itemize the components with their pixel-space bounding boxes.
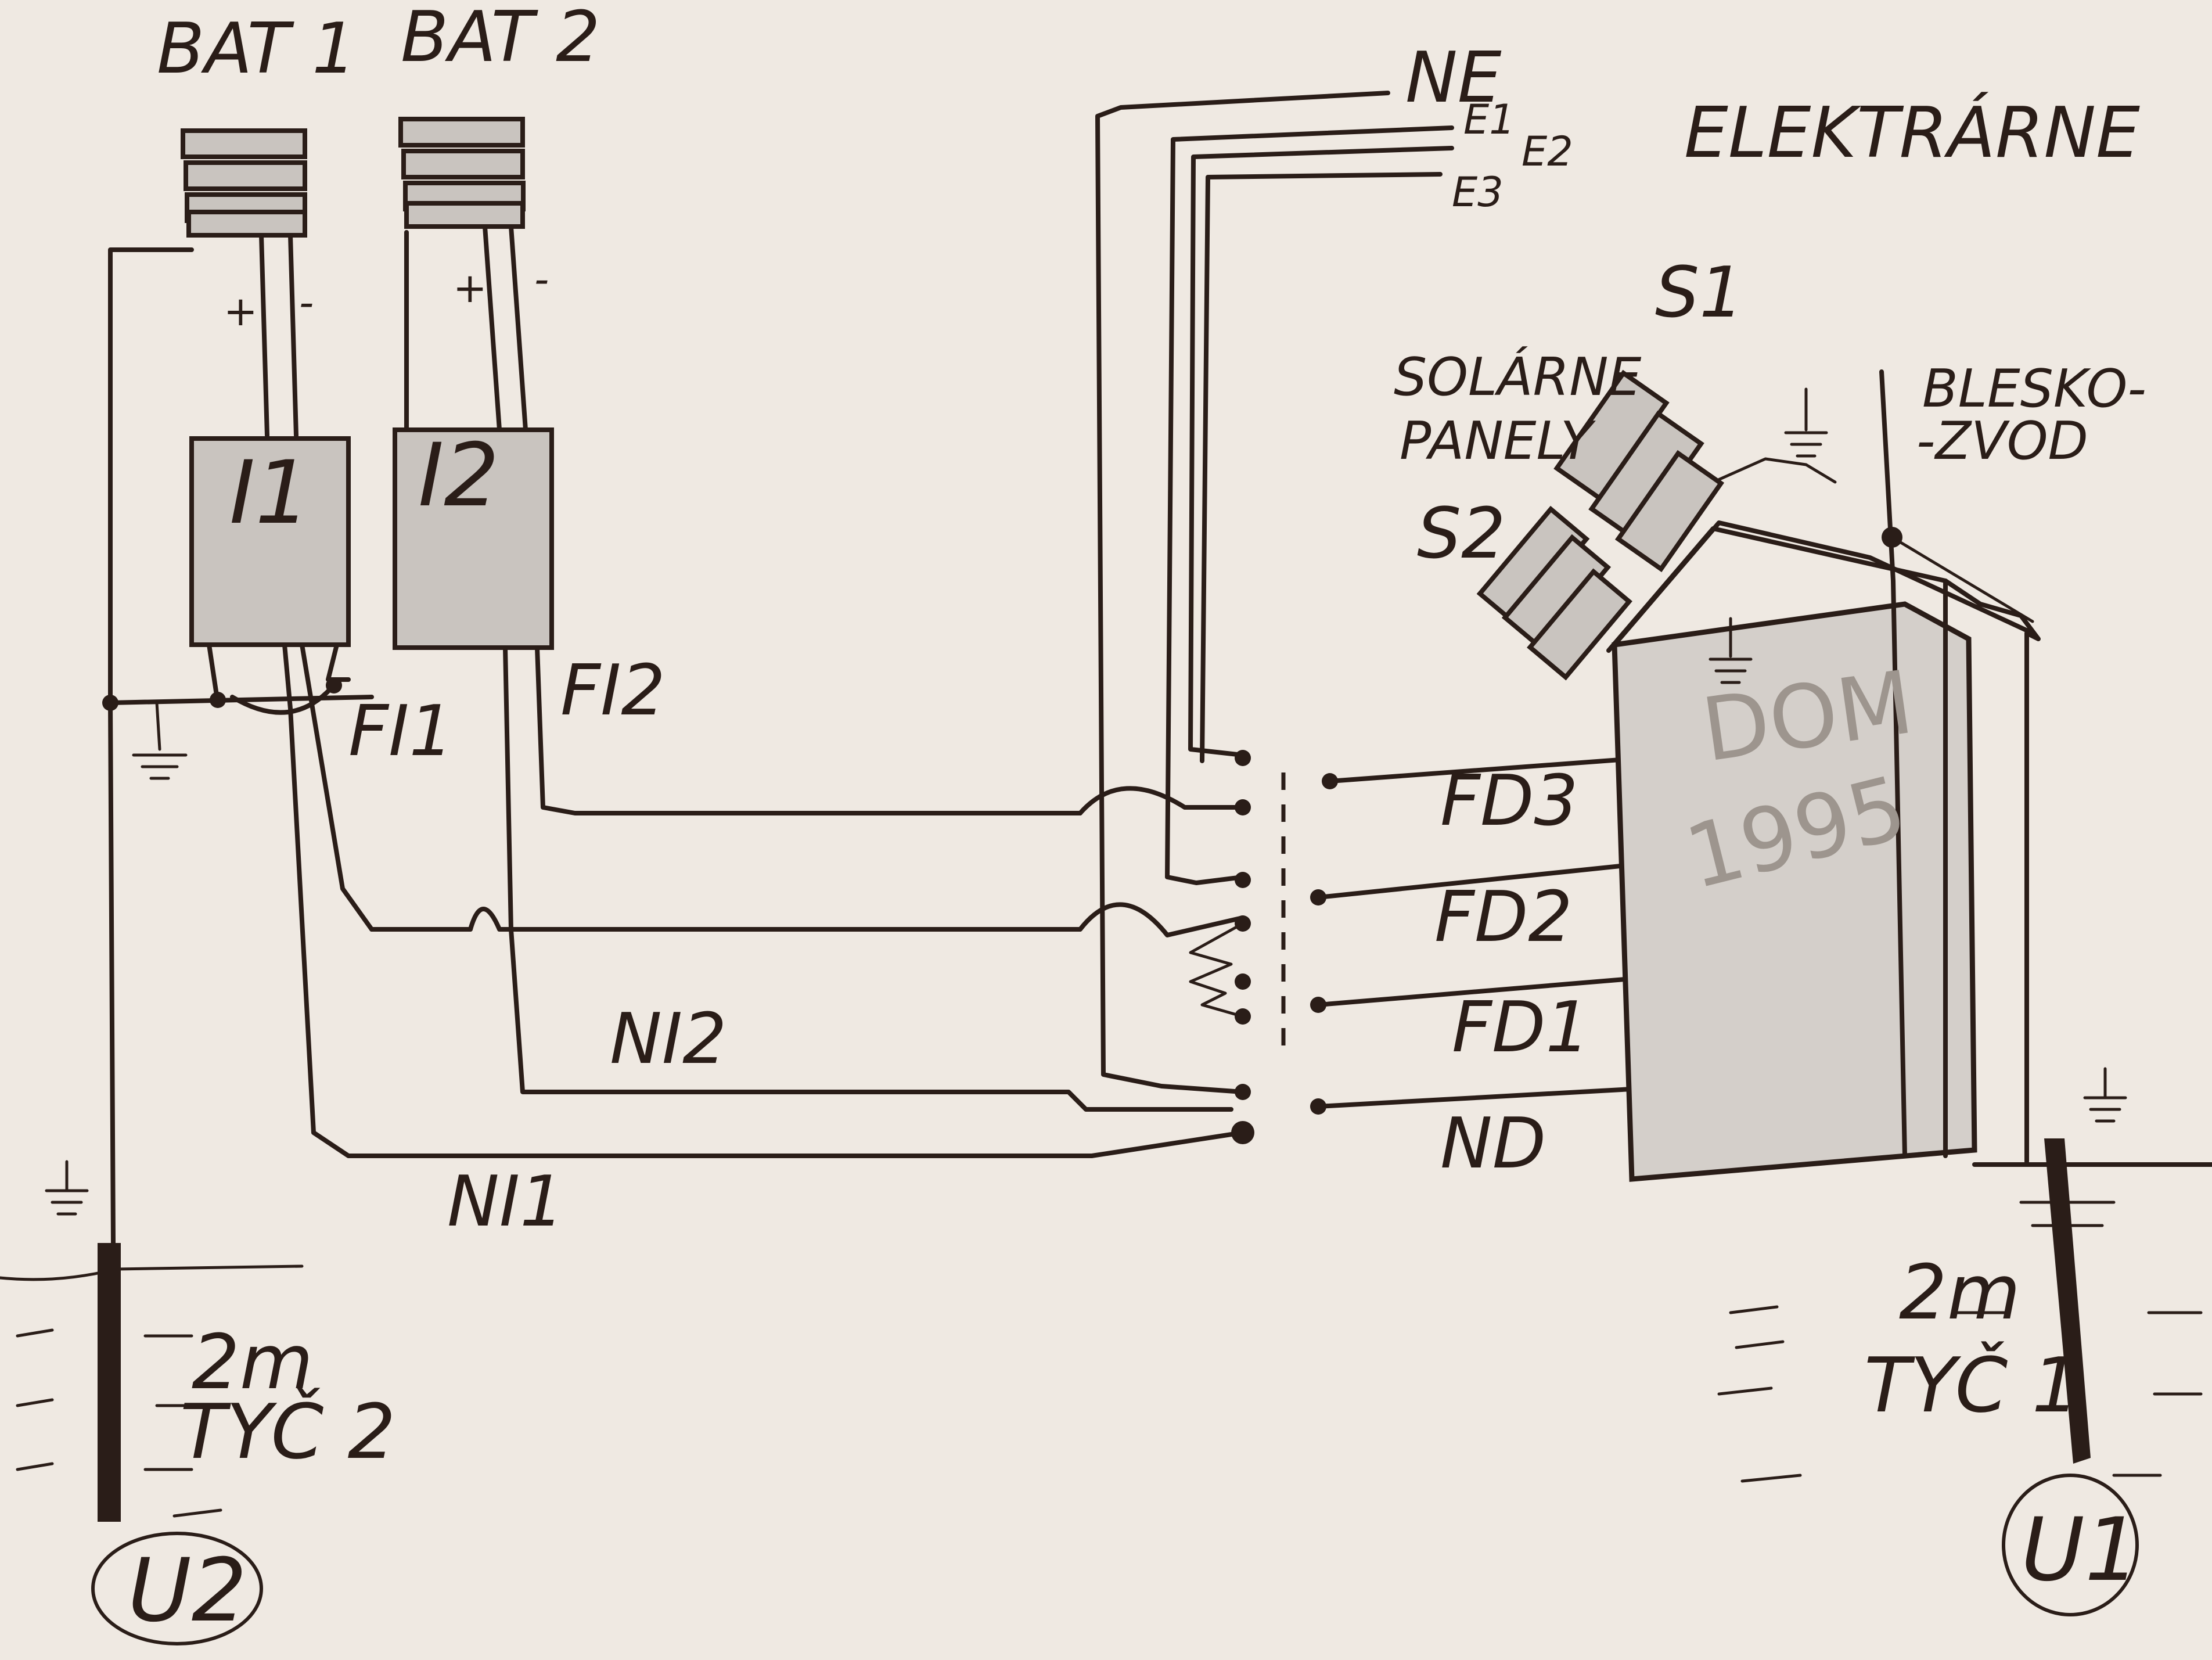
- switch-block: [1231, 750, 1338, 1144]
- solar-label-line1: SOLÁRNE: [1394, 346, 1642, 408]
- depth-left-label: 2m: [192, 1318, 313, 1406]
- u2-label: U2: [128, 1540, 247, 1641]
- lightning-label-line1: BLESKO-: [1922, 358, 2146, 419]
- inverter-2-box: [393, 427, 554, 650]
- rod-right-label: TYČ 1: [1864, 1341, 2080, 1429]
- lightning-label-line2: -ZVOD: [1916, 411, 2088, 472]
- plant-label: ELEKTRÁRNE: [1684, 92, 2140, 174]
- bat1-label: BAT 1: [157, 9, 356, 89]
- fd1-label: FD1: [1452, 987, 1590, 1068]
- bat2-minus-label: -: [534, 256, 549, 303]
- solar-label-line2: PANELY: [1400, 411, 1596, 472]
- solar-panel-s2: [1476, 505, 1632, 681]
- inverter-1-label: I1: [229, 443, 311, 544]
- solar-panel-s1: [1553, 369, 1725, 573]
- battery-2: [398, 117, 526, 229]
- ground-rod-1: [2044, 1138, 2091, 1464]
- u1-label: U1: [2021, 1500, 2140, 1601]
- u1-circle: [2002, 1474, 2139, 1616]
- fd2-label: FD2: [1434, 877, 1573, 958]
- e2-label: E2: [1522, 128, 1573, 175]
- s1-label: S1: [1655, 253, 1744, 333]
- ni2-label: NI2: [610, 999, 727, 1080]
- fi1-label: FI1: [348, 691, 454, 772]
- battery-1: [181, 128, 307, 238]
- bat1-plus-label: +: [224, 288, 258, 335]
- inverter-1-box: [189, 436, 351, 647]
- depth-right-label: 2m: [1899, 1248, 2020, 1336]
- e1-label: E1: [1463, 96, 1515, 143]
- u2-circle: [91, 1532, 263, 1645]
- inverter-2-label: I2: [418, 425, 499, 526]
- fd3-label: FD3: [1440, 761, 1578, 842]
- ni1-label: NI1: [447, 1162, 564, 1242]
- e3-label: E3: [1452, 168, 1504, 216]
- nd-label: ND: [1440, 1104, 1546, 1184]
- rod-left-label: TYČ 2: [180, 1388, 395, 1476]
- ne-label: NE: [1405, 38, 1502, 118]
- bat1-minus-label: -: [299, 279, 314, 326]
- bat2-plus-label: +: [453, 264, 487, 312]
- s2-label: S2: [1417, 494, 1506, 574]
- bat2-label: BAT 2: [401, 0, 600, 78]
- ground-rod-2: [98, 1243, 121, 1522]
- house: [1606, 520, 2041, 1182]
- fi2-label: FI2: [560, 651, 666, 731]
